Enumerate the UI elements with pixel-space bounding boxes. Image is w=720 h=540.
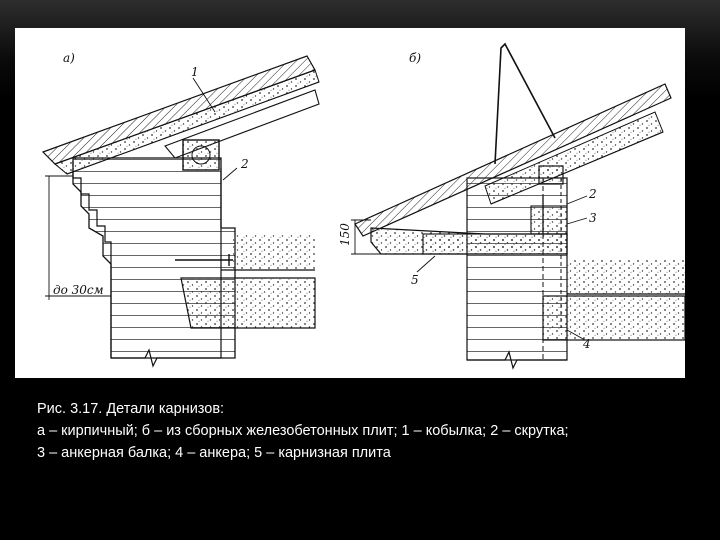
callout-a-1: 1 [191,65,199,79]
caption-legend-line-2: 3 – анкерная балка; 4 – анкера; 5 – карн… [37,445,391,461]
callout-b-4: 4 [582,337,591,351]
callout-a-2: 2 [240,157,249,171]
detail-b-precast-cornice [351,42,685,370]
subfigure-b-label: б) [409,51,421,65]
detail-a-brick-cornice [41,55,320,368]
callout-b-3: 3 [589,211,597,225]
caption-title: Рис. 3.17. Детали карнизов: [37,401,225,417]
subfigure-a-label: а) [63,51,75,65]
callout-b-2: 2 [588,187,597,201]
figure-caption: Рис. 3.17. Детали карнизов: а – кирпичны… [37,398,697,464]
cornice-details-figure: а) 1 2 до 30см [15,28,685,378]
callout-b-5: 5 [411,273,419,287]
dimension-a-label: до 30см [53,283,104,297]
caption-legend-line-1: а – кирпичный; б – из сборных железобето… [37,423,569,439]
dimension-b-label: 150 [338,223,352,246]
